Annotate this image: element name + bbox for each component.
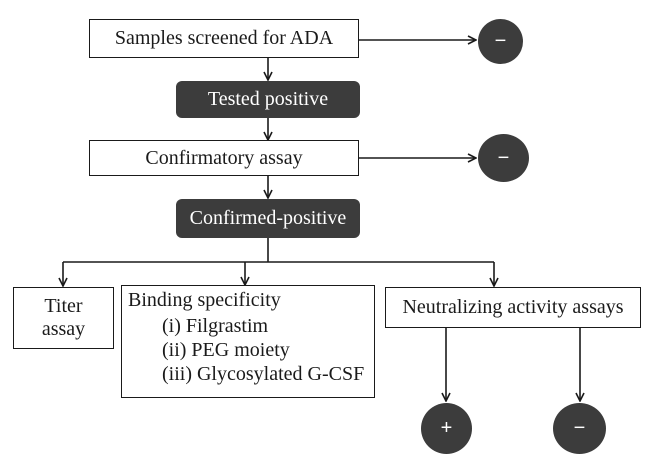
samples-screened-box: Samples screened for ADA [89, 19, 359, 58]
binding-item-peg-moiety: (ii) PEG moiety [162, 339, 290, 361]
titer-assay-box: Titer assay [13, 287, 114, 349]
positive-neutral-circle: + [421, 403, 472, 454]
titer-label-line1: Titer [44, 295, 83, 317]
binding-specificity-title: Binding specificity [128, 289, 281, 311]
tested-positive-box: Tested positive [176, 81, 360, 118]
negative-confirm-circle: − [478, 134, 529, 182]
binding-specificity-list: (i) Filgrastim (ii) PEG moiety (iii) Gly… [128, 314, 364, 386]
binding-specificity-box: Binding specificity (i) Filgrastim (ii) … [121, 285, 375, 398]
confirmed-positive-box: Confirmed-positive [176, 199, 360, 238]
binding-item-filgrastim: (i) Filgrastim [162, 315, 269, 337]
titer-label-line2: assay [41, 318, 86, 340]
neutralizing-assays-box: Neutralizing activity assays [385, 287, 641, 328]
negative-screen-circle: − [478, 19, 523, 64]
confirmatory-assay-box: Confirmatory assay [89, 140, 359, 176]
negative-neutral-circle: − [553, 403, 606, 454]
binding-item-glycosylated-gcsf: (iii) Glycosylated G-CSF [162, 363, 365, 385]
